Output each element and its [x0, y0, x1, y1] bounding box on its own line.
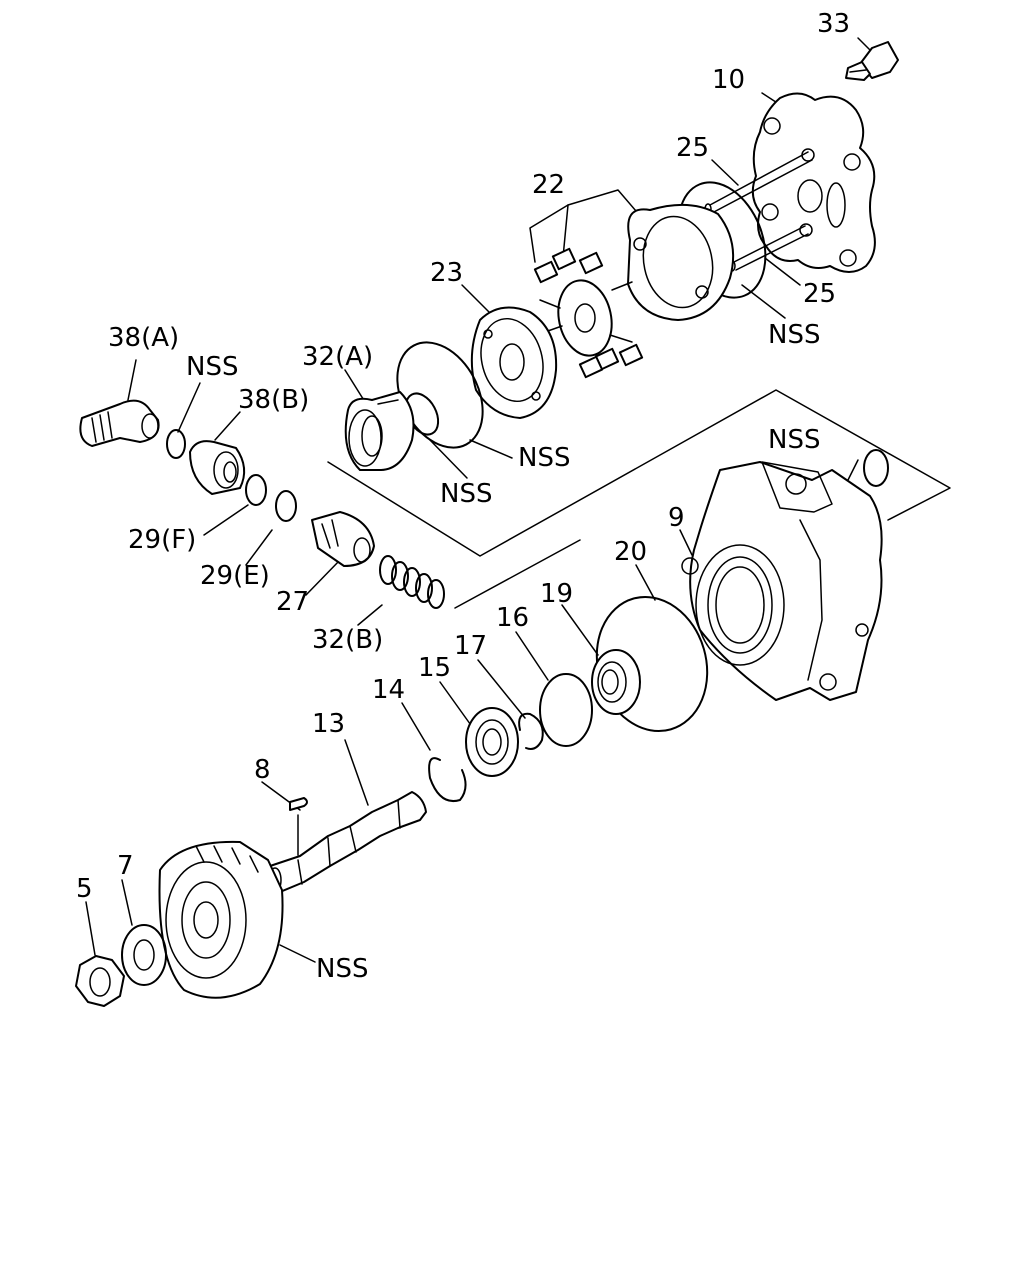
- part-10-end-cover: [751, 92, 876, 273]
- label-9: 9: [668, 503, 685, 533]
- label-33: 33: [817, 9, 850, 39]
- part-22-rotor-vanes: [533, 247, 644, 379]
- label-25-bottom: 25: [803, 279, 836, 309]
- label-16: 16: [496, 603, 529, 633]
- label-15: 15: [418, 653, 451, 683]
- label-38a: 38(A): [108, 323, 179, 353]
- part-25-pins: [704, 151, 813, 272]
- washer-29f: [245, 474, 267, 506]
- part-8-key: [289, 797, 308, 811]
- callout-labels: 33 10 25 25 NSS 22 23 32(A) NSS NSS 38(A…: [76, 9, 850, 984]
- label-27: 27: [276, 587, 309, 617]
- part-14-circlip: [428, 757, 467, 802]
- label-22: 22: [532, 170, 565, 200]
- part-5-nut: [75, 955, 125, 1007]
- pulley-nss: [158, 840, 284, 999]
- label-23: 23: [430, 258, 463, 288]
- cam-ring: [627, 203, 735, 321]
- part-38a-elbow: [79, 399, 160, 447]
- part-33-bolt: [845, 41, 899, 81]
- label-nss-cover: NSS: [768, 320, 820, 350]
- part-9-housing: [681, 461, 883, 701]
- label-25-top: 25: [676, 133, 709, 163]
- part-7-washer-inner: [133, 939, 155, 971]
- part-23-side-plate: [470, 306, 558, 419]
- label-nss-housing: NSS: [768, 425, 820, 455]
- washer-29e: [275, 490, 297, 522]
- part-15-bearing: [465, 707, 519, 777]
- label-20: 20: [614, 537, 647, 567]
- label-19: 19: [540, 579, 573, 609]
- label-29e: 29(E): [200, 561, 270, 591]
- label-32a: 32(A): [302, 342, 373, 372]
- label-nss-38-washer: NSS: [186, 352, 238, 382]
- part-27-valve: [311, 511, 375, 567]
- part-32a-fitting: [344, 391, 415, 471]
- label-32b: 32(B): [312, 625, 383, 655]
- label-29f: 29(F): [128, 525, 196, 555]
- label-10: 10: [712, 65, 745, 95]
- label-14: 14: [372, 675, 405, 705]
- part-38b-connector: [189, 440, 246, 495]
- label-5: 5: [76, 874, 93, 904]
- part-19-seal: [591, 649, 641, 715]
- label-8: 8: [254, 755, 271, 785]
- part-16-washer: [539, 673, 593, 747]
- part-32b-spring: [379, 555, 445, 609]
- label-38b: 38(B): [238, 385, 309, 415]
- part-7-washer: [121, 924, 167, 986]
- o-ring-nss-housing: [863, 449, 889, 487]
- part-17-snap-ring: [518, 712, 544, 750]
- label-13: 13: [312, 709, 345, 739]
- label-17: 17: [454, 631, 487, 661]
- label-nss-large-ring: NSS: [518, 443, 570, 473]
- label-nss-small-ring: NSS: [440, 479, 492, 509]
- washer-nss-38: [166, 429, 186, 459]
- label-nss-pulley: NSS: [316, 954, 368, 984]
- leader-lines: [85, 37, 951, 963]
- label-7: 7: [117, 851, 134, 881]
